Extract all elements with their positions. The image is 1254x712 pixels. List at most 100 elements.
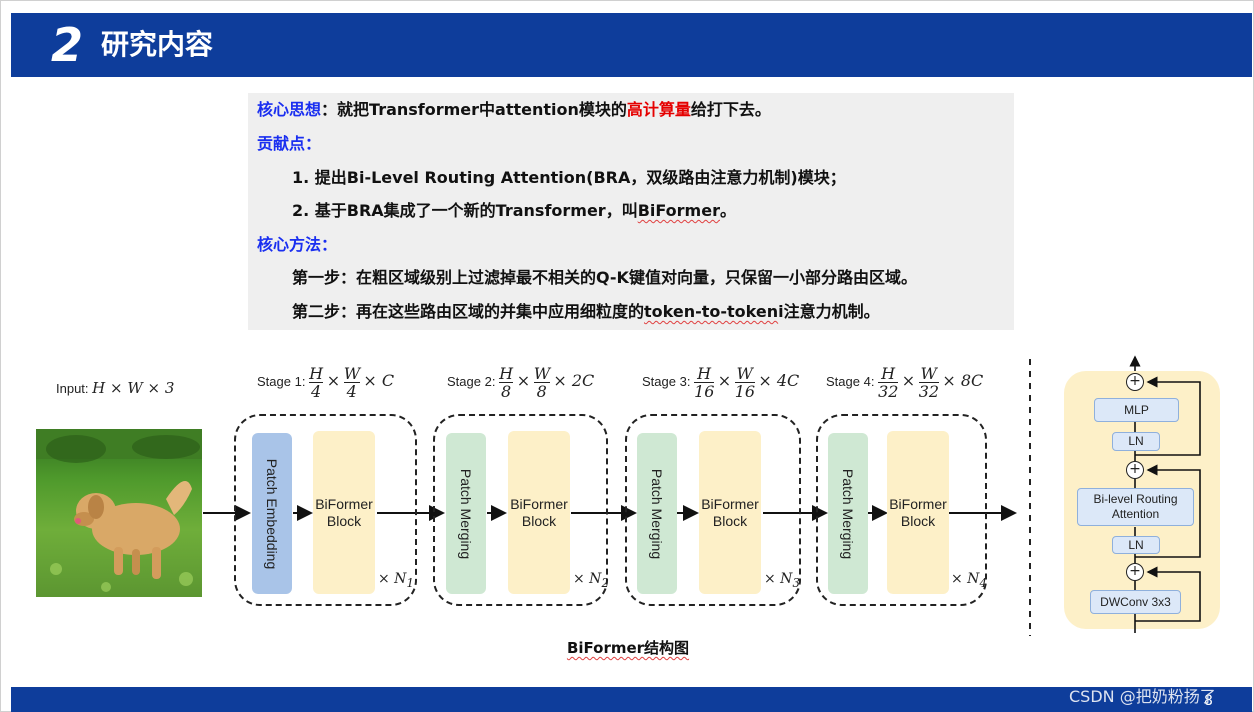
highlight-text: 高计算量 <box>626 100 691 119</box>
patch-merging-block-3: Patch Merging <box>637 433 677 594</box>
stage-1-w-den: 4 <box>346 382 357 401</box>
figure-caption-text: BiFormer结构图 <box>566 639 690 657</box>
contribution-label: 贡献点： <box>257 134 322 153</box>
stage-3-h: H <box>694 365 715 383</box>
dog-image-icon <box>36 429 202 592</box>
core-idea-line: 核心思想：就把Transformer中attention模块的高计算量给打下去。 <box>257 99 771 121</box>
stage-3-w-den: 16 <box>734 382 756 401</box>
stage-1-h: H <box>309 364 324 383</box>
page-number: 8 <box>1204 693 1213 709</box>
step-2-text: 第二步：再在这些路由区域的并集中应用细粒度的 <box>292 302 645 321</box>
dog-photo <box>36 429 202 597</box>
bra-box: Bi-level Routing Attention <box>1077 488 1194 526</box>
stage-4-ch: × 8C <box>942 370 984 390</box>
add-node-bottom: + <box>1126 563 1144 581</box>
input-label-text: Input: <box>56 381 89 396</box>
repeat-2: × N <box>573 571 602 587</box>
stage-2-h: H <box>499 364 514 383</box>
biformer-block-2-label: BiFormer Block <box>510 495 568 529</box>
repeat-3: × N <box>764 571 793 587</box>
stage-2-name: Stage 2: <box>447 373 496 389</box>
biformer-block-4: BiFormer Block <box>887 431 949 594</box>
stage-2-h-den: 8 <box>500 382 512 401</box>
repeat-3-sub: 3 <box>792 575 800 590</box>
stage-1-ch: × C <box>363 370 395 390</box>
period: 。 <box>719 201 736 220</box>
ln-box-2: LN <box>1112 536 1160 554</box>
stage-3-box <box>625 414 801 606</box>
patch-merging-2-label: Patch Merging <box>458 468 474 559</box>
biformer-block-4-label: BiFormer Block <box>889 495 947 529</box>
stage-1-box <box>234 414 417 606</box>
header-bar: 2 研究内容 <box>11 13 1252 77</box>
figure-caption: BiFormer结构图 <box>1 637 1254 658</box>
patch-merging-3-label: Patch Merging <box>649 468 665 559</box>
patch-merging-block-2: Patch Merging <box>446 433 486 594</box>
stage-1-name: Stage 1: <box>257 373 306 389</box>
step-2-end: i注意力机制。 <box>778 302 880 321</box>
stage-3-label: Stage 3: H 16 × W 16 × 4C <box>642 364 800 401</box>
block-detail-connections <box>1129 355 1201 633</box>
repeat-4: × N <box>951 571 980 587</box>
stage-4-w: W <box>918 364 939 383</box>
stage-4-h: H <box>878 365 899 383</box>
patch-embedding-label: Patch Embedding <box>264 458 280 569</box>
biformer-term: BiFormer <box>637 201 720 220</box>
biformer-block-2: BiFormer Block <box>508 431 570 594</box>
stage-3-name: Stage 3: <box>642 373 691 389</box>
stage-1-h-den: 4 <box>310 382 322 401</box>
stage-2-w: W <box>533 364 551 383</box>
footer-bar <box>11 687 1252 712</box>
method-label: 核心方法： <box>257 235 338 254</box>
repeat-1-sub: 1 <box>406 575 414 590</box>
watermark: CSDN @把奶粉扬了 <box>1069 687 1216 706</box>
core-idea-end: 给打下去。 <box>690 100 771 119</box>
repeat-1: × N <box>378 571 407 587</box>
stage-4-h-den: 32 <box>878 382 899 401</box>
colon: ： <box>321 100 338 119</box>
biformer-block-3: BiFormer Block <box>699 431 761 594</box>
summary-textbox: 核心思想：就把Transformer中attention模块的高计算量给打下去。… <box>248 93 1014 330</box>
stage-4-name: Stage 4: <box>826 373 875 389</box>
input-dims: H × W × 3 <box>92 379 175 397</box>
core-idea-text: 就把Transformer中attention模块的 <box>337 100 627 119</box>
stage-2-repeat: × N2 <box>573 571 609 590</box>
flow-arrows <box>203 359 1031 636</box>
ln-box-1: LN <box>1112 432 1160 451</box>
mlp-box: MLP <box>1094 398 1179 422</box>
stage-4-w-den: 32 <box>918 382 940 401</box>
stage-3-ch: × 4C <box>758 370 800 390</box>
core-idea-label: 核心思想 <box>257 100 322 119</box>
stage-4-repeat: × N4 <box>951 571 987 590</box>
input-label: Input: H × W × 3 <box>56 379 174 397</box>
stage-3-h-den: 16 <box>694 382 715 401</box>
stage-4-label: Stage 4: H 32 × W 32 × 8C <box>826 364 984 401</box>
method-step-1: 第一步：在粗区域级别上过滤掉最不相关的Q-K键值对向量，只保留一小部分路由区域。 <box>292 268 917 287</box>
stage-1-label: Stage 1: H 4 × W 4 × C <box>257 364 395 401</box>
stage-1-w: W <box>343 364 361 383</box>
contribution-item-1: 1. 提出Bi-Level Routing Attention(BRA，双级路由… <box>292 168 846 187</box>
patch-embedding-block: Patch Embedding <box>252 433 292 594</box>
token-term: token-to-token <box>644 302 779 321</box>
stage-2-ch: × 2C <box>553 370 595 390</box>
add-node-top: + <box>1126 373 1144 391</box>
biformer-block-1: BiFormer Block <box>313 431 375 594</box>
biformer-diagram: Input: H × W × 3 <box>1 341 1254 641</box>
contribution-2-text: 2. 基于BRA集成了一个新的Transformer，叫 <box>292 201 638 220</box>
stage-2-box <box>433 414 608 606</box>
contribution-item-2: 2. 基于BRA集成了一个新的Transformer，叫BiFormer。 <box>292 200 736 222</box>
stage-1-repeat: × N1 <box>378 571 414 590</box>
repeat-2-sub: 2 <box>601 575 609 590</box>
stage-3-repeat: × N3 <box>764 571 800 590</box>
stage-3-w: W <box>734 364 755 383</box>
stage-2-w-den: 8 <box>536 382 547 401</box>
patch-merging-block-4: Patch Merging <box>828 433 868 594</box>
stage-4-box <box>816 414 987 606</box>
stage-2-label: Stage 2: H 8 × W 8 × 2C <box>447 364 595 401</box>
dwconv-box: DWConv 3x3 <box>1090 590 1181 614</box>
slide-title: 研究内容 <box>101 28 214 61</box>
repeat-4-sub: 4 <box>979 575 987 590</box>
add-node-middle: + <box>1126 461 1144 479</box>
biformer-block-1-label: BiFormer Block <box>315 495 373 529</box>
